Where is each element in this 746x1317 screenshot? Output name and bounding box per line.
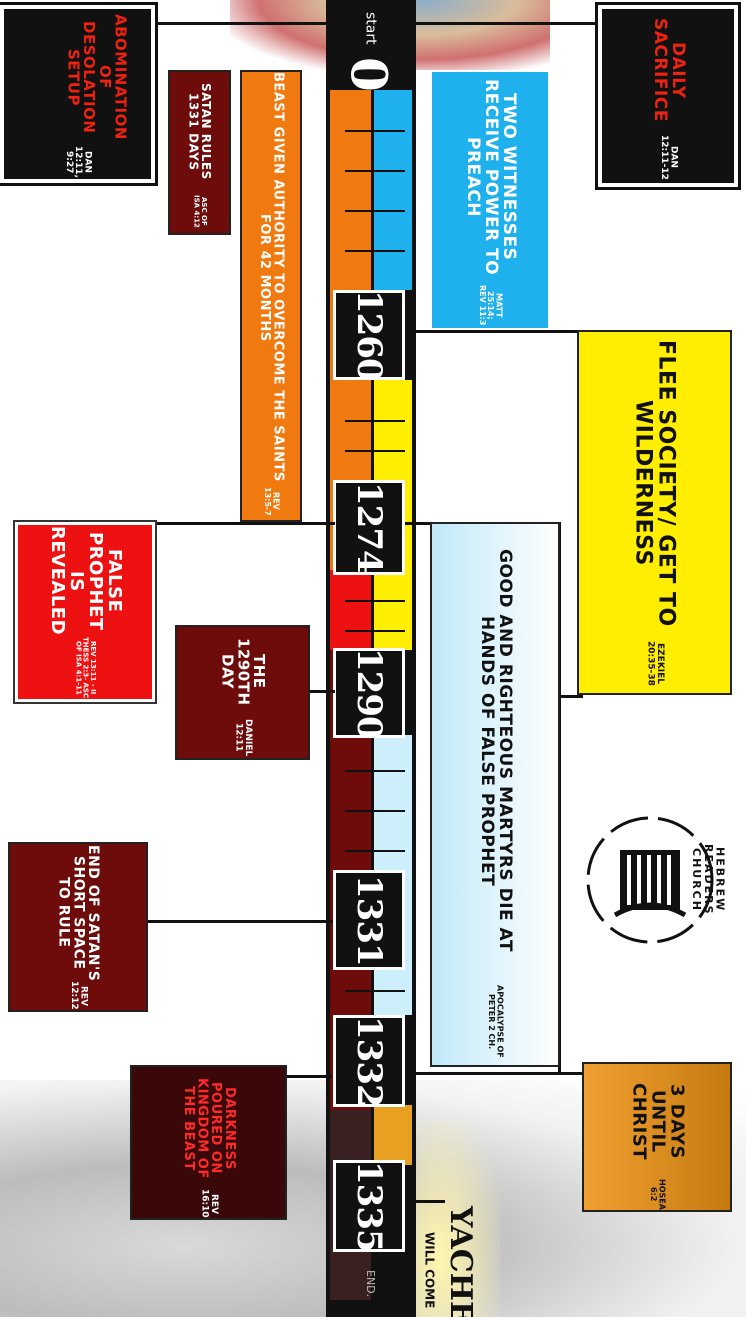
connector-1290 — [310, 690, 335, 693]
flee-society-box: Flee Society/ get to wilderness Ezekiel … — [577, 330, 732, 695]
three-days-ref: Hosea 6:2 — [649, 1179, 666, 1210]
end-satan-title: End of Satan's short space to rule — [56, 844, 100, 981]
day-1290-ref: Daniel 12:11 — [233, 716, 252, 758]
abomination-title: Abomination of Desolation Setup — [28, 9, 128, 145]
connector-flee — [405, 330, 580, 333]
false-prophet-title: False prophet is revealed — [47, 525, 123, 637]
two-witnesses-box: Two Witnesses receive power to preach Ma… — [430, 70, 550, 330]
abomination-ref: Dan 12:11, 9:27 — [63, 145, 91, 179]
milestone-1290: 1290 — [333, 648, 405, 738]
darkness-title: Darkness poured on kingdom of the beast — [181, 1067, 236, 1189]
end-satan-ref: Rev 12:12 — [69, 981, 88, 1010]
segment-red — [330, 570, 372, 650]
martyrs-ref: Apocalypse of Peter 2 ch. — [487, 978, 504, 1065]
connector-abomination — [155, 22, 330, 25]
milestone-1332: 1332 — [333, 1015, 405, 1107]
end-label: END. — [352, 1262, 388, 1306]
satan-rules-title: Satan rules 1331 days — [187, 72, 212, 191]
church-logo-text: HEBREW READERS CHURCH — [693, 810, 723, 950]
two-witnesses-title: Two Witnesses receive power to preach — [463, 72, 517, 282]
day-1290-title: The 1290th Day — [219, 627, 266, 716]
daily-sacrifice-title: Daily Sacrifice — [650, 9, 686, 132]
connector-end-satan — [148, 920, 333, 923]
martyrs-box: Good and Righteous Martyrs die at hands … — [430, 522, 560, 1067]
abomination-box: Abomination of Desolation Setup Dan 12:1… — [0, 5, 155, 183]
milestone-0: 0 — [333, 50, 405, 98]
church-logo: HEBREW READERS CHURCH — [575, 795, 725, 965]
connector-martyrs-right — [558, 695, 583, 698]
day-1290-box: The 1290th Day Daniel 12:11 — [175, 625, 310, 760]
darkness-ref: Rev 16:10 — [199, 1189, 218, 1218]
footer-big-text: YACHE — [440, 1215, 480, 1315]
connector-darkness — [287, 1075, 332, 1078]
milestone-1331: 1331 — [333, 870, 405, 970]
start-label: start — [352, 6, 388, 50]
beast-authority-title: Beast given authority to overcome the sa… — [257, 72, 284, 483]
satan-rules-ref: Asc of Isa 4:12 — [192, 191, 207, 233]
connector-false-prophet — [150, 522, 335, 525]
milestone-1335: 1335 — [333, 1160, 405, 1252]
milestone-1260: 1260 — [333, 290, 405, 380]
segment-blue — [372, 90, 412, 290]
daily-sacrifice-ref: Dan 12:11-12 — [659, 132, 678, 183]
connector-daily — [410, 22, 600, 25]
end-satan-box: End of Satan's short space to rule Rev 1… — [8, 842, 148, 1012]
flee-society-ref: Ezekiel 20:35-38 — [645, 635, 664, 693]
daily-sacrifice-box: Daily Sacrifice Dan 12:11-12 — [598, 5, 738, 187]
beast-authority-ref: Rev 13:5-7 — [263, 483, 280, 520]
footer-small-text: WILL COME — [418, 1225, 440, 1315]
connector-1335 — [405, 1200, 445, 1203]
martyrs-title: Good and Righteous Martyrs die at hands … — [477, 524, 513, 978]
milestone-1274: 1274 — [333, 480, 405, 575]
two-witnesses-ref: Matt 25:14; Rev 11:3 — [477, 282, 502, 328]
flee-society-title: Flee Society/ get to wilderness — [631, 332, 677, 635]
beast-authority-box: Beast given authority to overcome the sa… — [240, 70, 302, 522]
connector-three-days — [405, 1072, 585, 1075]
three-days-title: 3 days until Christ — [629, 1064, 686, 1179]
false-prophet-box: False prophet is revealed Rev 13:11 - II… — [15, 522, 155, 702]
three-days-box: 3 days until Christ Hosea 6:2 — [582, 1062, 732, 1212]
segment-gold — [372, 1105, 412, 1165]
false-prophet-ref: Rev 13:11 - II Thess 2:3- Asc of Isa 4:1… — [74, 637, 96, 699]
darkness-box: Darkness poured on kingdom of the beast … — [130, 1065, 287, 1220]
satan-rules-box: Satan rules 1331 days Asc of Isa 4:12 — [168, 70, 231, 235]
